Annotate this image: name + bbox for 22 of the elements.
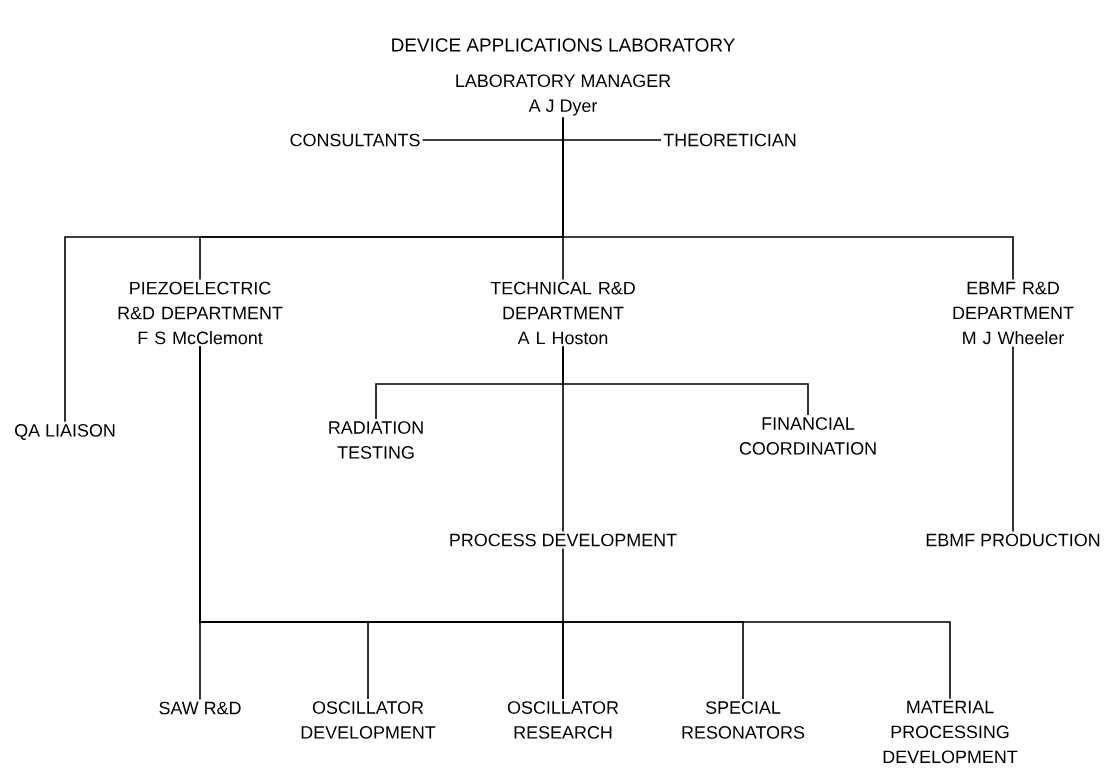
position-label: PROCESS DEVELOPMENT [450, 533, 677, 547]
position-label: SPECIAL RESONATORS [682, 701, 805, 739]
position-label: OSCILLATOR RESEARCH [507, 701, 619, 739]
position-label: THEORETICIAN [663, 133, 796, 147]
position-label: PIEZOELECTRIC R&D DEPARTMENT F S McClemont [118, 281, 283, 345]
position-label: FINANCIAL COORDINATION [739, 417, 876, 455]
position-label: TECHNICAL R&D DEPARTMENT A L Hoston [490, 281, 635, 345]
connector-line [562, 547, 564, 700]
position-label: QA LIAISON [15, 424, 115, 440]
connector-line [199, 345, 951, 700]
position-label: EBMF R&D DEPARTMENT M J Wheeler [953, 281, 1074, 345]
position-label: RADIATION TESTING [329, 421, 423, 459]
connector-line [562, 345, 564, 533]
position-label: LABORATORY MANAGER A J Dyer [456, 74, 671, 116]
connector-line [562, 116, 1014, 281]
position-label: CONSULTANTS [290, 133, 420, 147]
chart-title: DEVICE APPLICATIONS LABORATORY [392, 38, 735, 52]
position-label: SAW R&D [159, 701, 241, 715]
position-label: OSCILLATOR DEVELOPMENT [301, 701, 436, 739]
connector-line [1012, 345, 1014, 533]
position-label: MATERIAL PROCESSING DEVELOPMENT [883, 700, 1018, 764]
position-label: EBMF PRODUCTION [926, 533, 1100, 547]
